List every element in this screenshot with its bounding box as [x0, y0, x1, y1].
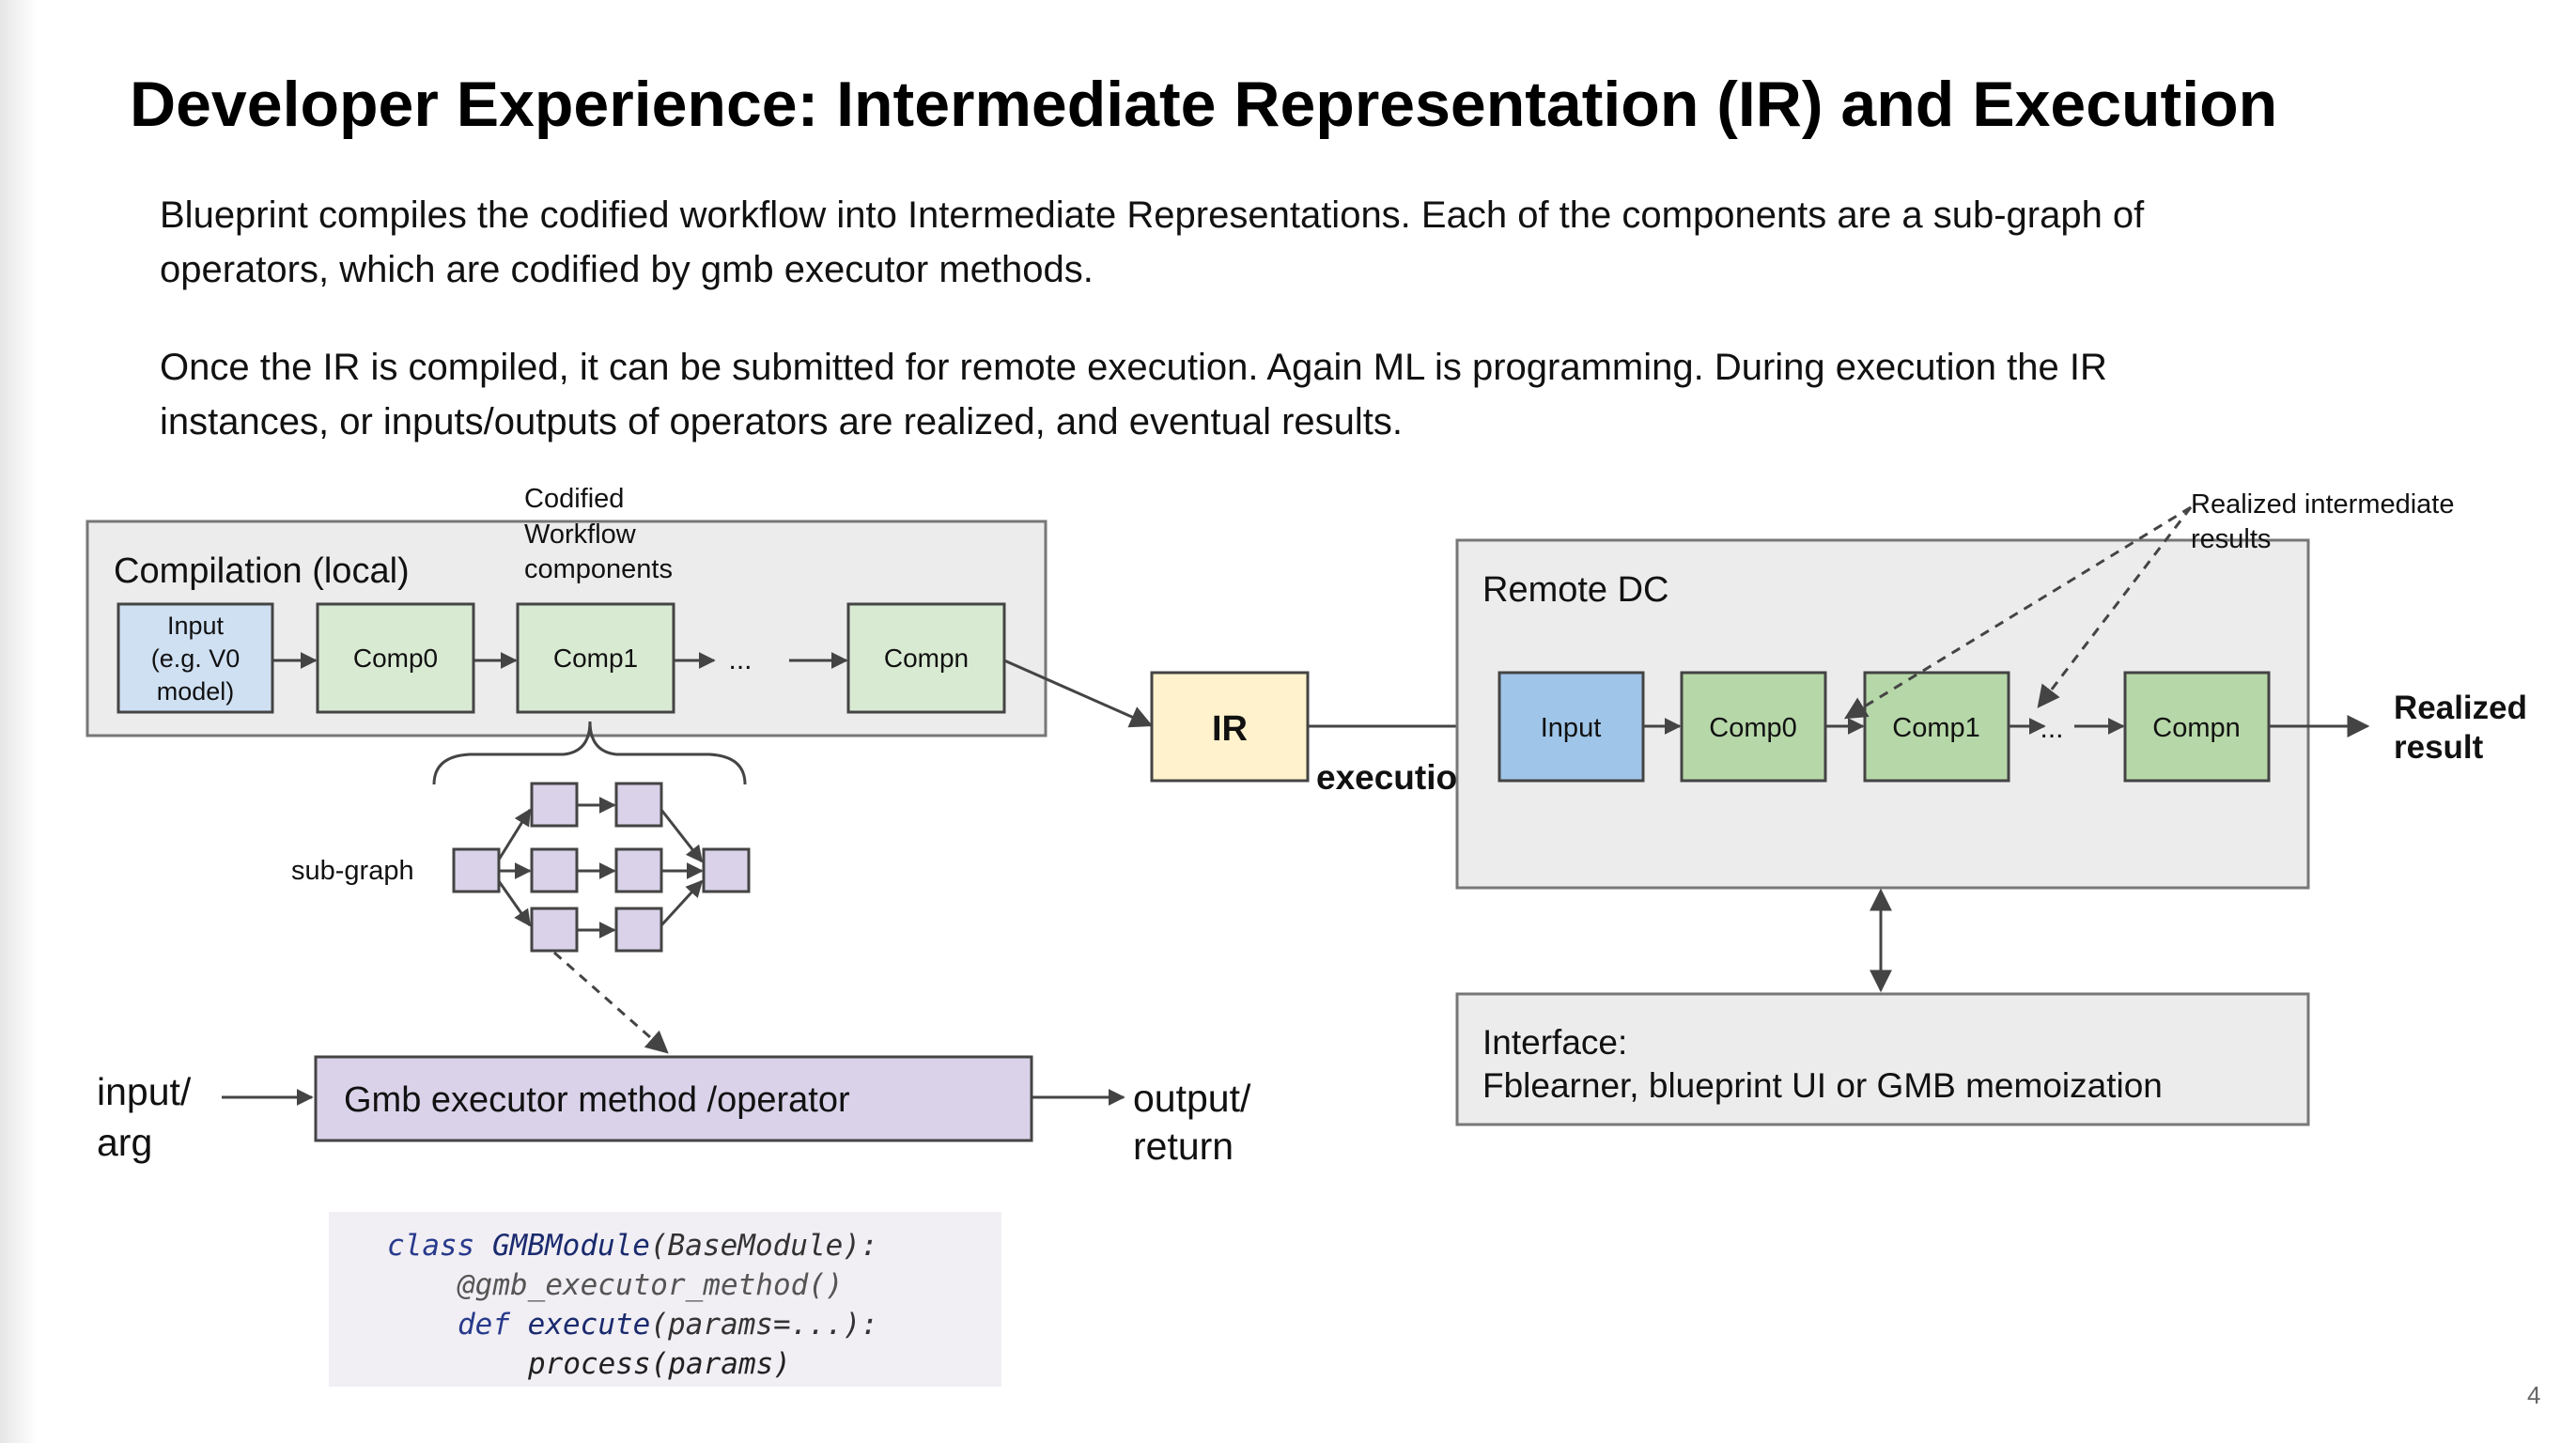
codified-label-line-3: components	[524, 554, 673, 584]
slide-title: Developer Experience: Intermediate Repre…	[130, 69, 2278, 140]
subgraph-edge	[497, 880, 532, 927]
interface-line-2: Fblearner, blueprint UI or GMB memoizati…	[1482, 1066, 2163, 1105]
realized-intermediate-line-1: Realized intermediate	[2191, 489, 2454, 520]
arrow-compn-to-ir	[1003, 659, 1154, 728]
remote-comp0-label: Comp0	[1709, 713, 1797, 743]
subgraph-node-source	[452, 847, 501, 893]
local-comp1-node: Comp1	[516, 602, 675, 714]
code-def-keyword: def	[458, 1308, 510, 1342]
executor-output-line-2: return	[1133, 1125, 1234, 1168]
local-input-line-2: (e.g. V0	[151, 644, 241, 673]
local-input-line-1: Input	[167, 612, 225, 640]
code-class-keyword: class	[387, 1229, 475, 1263]
remote-comp0-node: Comp0	[1680, 671, 1827, 783]
local-compn-node: Compn	[846, 602, 1006, 714]
paragraph-2: Once the IR is compiled, it can be submi…	[160, 340, 2433, 449]
code-class-name: GMBModule	[492, 1229, 650, 1263]
page-number: 4	[2527, 1381, 2541, 1409]
remote-ellipsis: ...	[2040, 713, 2063, 744]
subgraph-to-executor-dashed-arrow	[553, 951, 669, 1054]
interface-line-1: Interface:	[1482, 1023, 1627, 1062]
code-line-3: def execute(params=...):	[458, 1308, 878, 1342]
subgraph-label: sub-graph	[291, 856, 414, 886]
interface-box: Interface: Fblearner, blueprint UI or GM…	[1455, 992, 2310, 1126]
local-comp1-label: Comp1	[553, 644, 638, 673]
paragraph-1-line-2: operators, which are codified by gmb exe…	[160, 249, 1094, 290]
code-def-params: (params=...):	[650, 1308, 878, 1342]
remote-dc-panel: Remote DC Input Comp0 Comp1 ... Compn	[1455, 538, 2310, 890]
realized-result-line-2: result	[2394, 729, 2484, 766]
realized-result-line-1: Realized	[2394, 690, 2527, 726]
subgraph-node-a2	[614, 782, 663, 828]
remote-compn-label: Compn	[2152, 713, 2241, 743]
subgraph-edge	[497, 808, 532, 861]
paragraph-1-line-1: Blueprint compiles the codified workflow…	[160, 194, 2145, 236]
ir-label: IR	[1212, 709, 1248, 749]
execution-label: execution	[1316, 758, 1479, 797]
subgraph-node-a1	[530, 782, 579, 828]
code-class-base: (BaseModule):	[649, 1229, 878, 1263]
local-input-node: Input (e.g. V0 model)	[116, 602, 274, 714]
ir-node: IR	[1150, 671, 1310, 783]
executor-input-line-2: arg	[97, 1121, 152, 1164]
code-line-2: @gmb_executor_method()	[458, 1268, 844, 1302]
remote-input-label: Input	[1541, 713, 1602, 743]
local-compn-label: Compn	[884, 644, 969, 673]
subgraph-node-b2	[614, 847, 663, 893]
subgraph-edge	[660, 879, 704, 927]
subgraph-node-c2	[614, 907, 663, 953]
executor-method-box	[314, 1055, 1033, 1142]
paragraph-1: Blueprint compiles the codified workflow…	[160, 188, 2433, 297]
remote-comp1-node: Comp1	[1863, 671, 2010, 783]
remote-comp1-label: Comp1	[1892, 713, 1980, 743]
codified-label-line-2: Workflow	[524, 520, 637, 550]
subgraph-node-b1	[530, 847, 579, 893]
subgraph-node-sink	[702, 847, 751, 893]
local-comp0-label: Comp0	[353, 644, 438, 673]
local-input-line-3: model)	[157, 677, 235, 706]
remote-dc-title: Remote DC	[1482, 570, 1669, 610]
executor-method-label: Gmb executor method /operator	[344, 1080, 850, 1120]
codified-label-line-1: Codified	[524, 484, 624, 514]
subgraph-edge	[660, 809, 704, 863]
remote-compn-node: Compn	[2123, 671, 2271, 783]
executor-row: input/ arg Gmb executor method /operator…	[97, 1055, 1251, 1168]
remote-input-node: Input	[1497, 671, 1645, 783]
paragraph-2-line-1: Once the IR is compiled, it can be submi…	[160, 347, 2107, 388]
local-ellipsis: ...	[728, 644, 752, 675]
code-line-1: class GMBModule(BaseModule):	[387, 1229, 878, 1263]
subgraph: sub-graph	[291, 782, 751, 1054]
code-def-name: execute	[527, 1308, 651, 1342]
dashed-arrow-to-ellipsis	[2037, 506, 2193, 708]
local-comp0-node: Comp0	[316, 602, 475, 714]
subgraph-brace	[432, 721, 747, 785]
executor-input-line-1: input/	[97, 1070, 192, 1113]
realized-intermediate-line-2: results	[2191, 524, 2271, 554]
code-snippet: class GMBModule(BaseModule): @gmb_execut…	[329, 1212, 1001, 1387]
code-line-4: process(params)	[528, 1347, 791, 1381]
subgraph-node-c1	[530, 907, 579, 953]
executor-output-line-1: output/	[1133, 1077, 1251, 1120]
paragraph-2-line-2: instances, or inputs/outputs of operator…	[160, 401, 1403, 442]
compilation-panel: Compilation (local) Codified Workflow co…	[85, 484, 1047, 737]
slide-edge-shade	[0, 0, 38, 1443]
compilation-title: Compilation (local)	[114, 551, 410, 591]
